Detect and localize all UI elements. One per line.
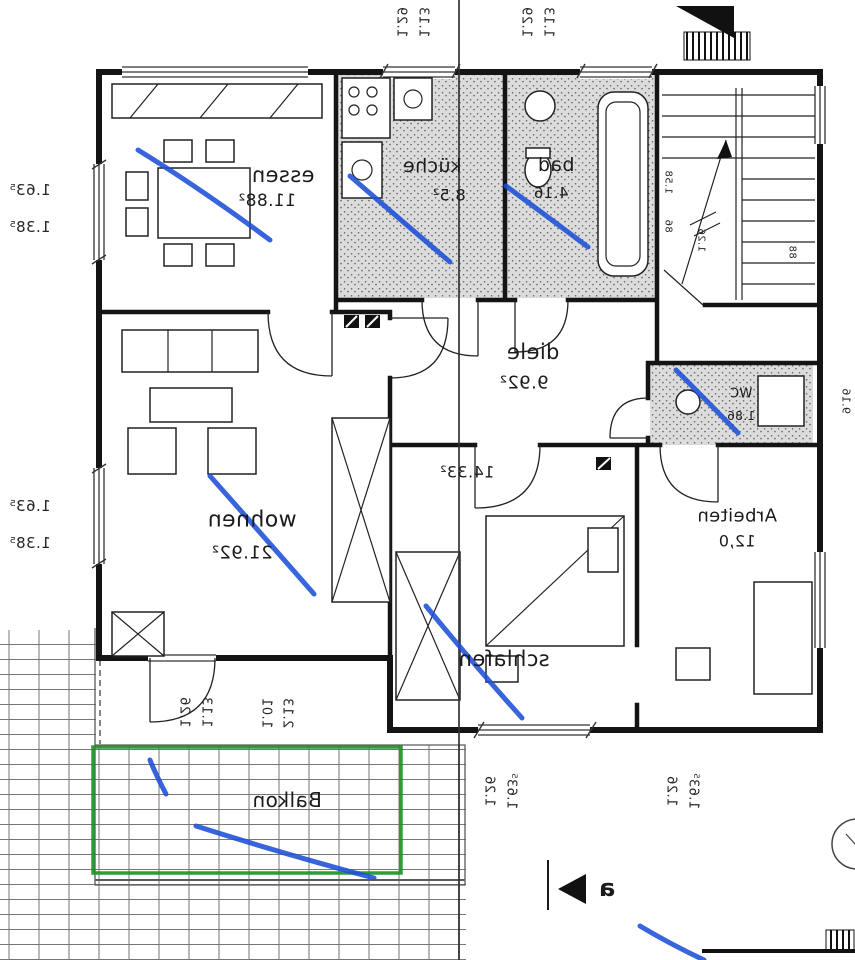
dim-balkon-a-1: 1.26 [176,696,192,728]
dim-bottom-b-2: 1.63⁵ [685,772,701,810]
bath-sink [524,90,556,122]
dim-left-lower-1: 1.63⁵ [9,497,51,515]
dim-balkon-b-1: 1.01 [258,697,274,729]
switch-symbols [344,315,611,470]
dim-top-a-1: 1.29 [393,6,409,38]
wc-basin [675,389,701,415]
sofa [121,329,259,373]
dim-bottom-a-1: 1.26 [481,775,497,807]
dim-stairs-3: 1.26 [695,228,707,252]
furniture [111,77,813,701]
coffee-table [149,387,233,423]
dim-top-a-2: 1.13 [415,6,431,38]
terrace-paving [0,628,466,960]
sideboard [111,83,323,119]
dim-stairs-2: 86 [662,219,674,233]
blue-pen-strokes [135,147,741,960]
section-arrow [547,860,586,910]
room-label-kueche: küche [402,155,462,177]
room-area-essen: 11.88² [238,191,296,211]
room-area-wohnen: 21.92² [211,542,273,564]
dim-bottom-b-1: 1.26 [663,775,679,807]
room-label-diele: diele [506,340,560,364]
room-label-bad: bad [537,154,575,176]
doors [149,299,719,723]
dim-left-upper-2: 1.38⁵ [9,218,51,236]
armchair [207,427,257,475]
room-area-arbeiten: 12,0 [718,531,756,551]
dim-balkon-a-2: 1.13 [198,696,214,728]
room-area-schlafen: 14.33² [439,462,495,482]
dim-bottom-a-2: 1.63⁵ [503,772,519,810]
bathtub [597,91,649,277]
dimension-ticks [91,63,658,739]
dining-table [157,167,251,239]
balcony-marker-highlight [91,745,403,875]
room-area-wc: 1.86 [726,409,756,423]
room-label-balkon: Balkon [252,788,322,812]
room-area-kueche: 8.5² [432,185,466,205]
room-label-schlafen: schlafen [458,647,550,671]
dim-right-edge: 9.16 [839,387,853,415]
dim-balkon-b-2: 2.13 [279,697,295,729]
windows [92,65,827,737]
staircase [662,88,815,306]
room-label-wc: WC [729,386,753,402]
dim-top-b-1: 1.29 [518,6,534,38]
room-label-wohnen: wohnen [207,507,297,533]
dim-left-lower-2: 1.38⁵ [9,534,51,552]
section-arrow-label: a [598,874,616,902]
room-area-diele: 9.92² [499,372,549,394]
room-label-arbeiten: Arbeiten [697,505,777,527]
room-area-bad: 4.16 [533,184,569,202]
dim-stairs-4: 88 [786,245,798,259]
dim-left-upper-1: 1.63⁵ [9,181,51,199]
armchair [127,427,177,475]
stair-direction-arrowhead [717,140,732,159]
dim-stairs-1: 1.58 [662,170,674,194]
room-label-essen: essen [251,163,315,187]
north-arrow [676,6,751,61]
page-edge-artifacts [702,818,855,953]
desk [753,581,813,695]
dim-top-b-2: 1.13 [540,6,556,38]
